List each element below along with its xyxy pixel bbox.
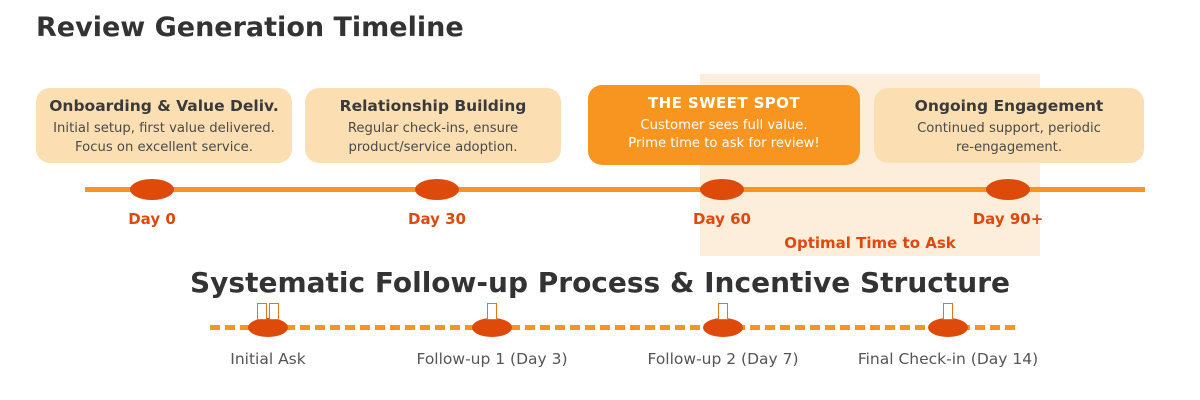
page-title: Review Generation Timeline — [36, 12, 464, 43]
timeline-marker-day-90[interactable] — [986, 179, 1030, 200]
timeline-marker-day-0[interactable] — [130, 179, 174, 200]
phase-card-title: Relationship Building — [339, 97, 527, 115]
missing-glyph-icon — [943, 303, 953, 320]
phase-card-title: THE SWEET SPOT — [648, 94, 800, 112]
phase-card-description: Regular check-ins, ensure product/servic… — [313, 120, 553, 157]
timeline-marker-day-60[interactable] — [700, 179, 744, 200]
followup-marker-initial-ask[interactable] — [248, 318, 288, 337]
phase-desc-line: re-engagement. — [955, 140, 1063, 156]
phase-desc-line: Initial setup, first value delivered. — [53, 121, 275, 137]
phase-card-title: Ongoing Engagement — [914, 97, 1104, 115]
timeline-axis-line — [85, 187, 1145, 192]
timeline-label-day-30: Day 30 — [408, 210, 466, 228]
phase-card-description: Initial setup, first value delivered. Fo… — [44, 120, 284, 157]
timeline-label-day-90: Day 90+ — [972, 210, 1044, 228]
phase-desc-line: Focus on excellent service. — [75, 140, 253, 156]
phase-card-sweet-spot[interactable]: THE SWEET SPOT Customer sees full value.… — [588, 85, 860, 165]
followup-dashed-line — [210, 325, 1015, 330]
phase-card-onboarding[interactable]: Onboarding & Value Deliv. Initial setup,… — [36, 88, 292, 163]
optimal-window-label: Optimal Time to Ask — [784, 234, 956, 252]
timeline-label-day-0: Day 0 — [128, 210, 176, 228]
missing-glyph-box — [257, 303, 267, 320]
phase-desc-line: Customer sees full value. — [640, 117, 808, 133]
phase-desc-line: Prime time to ask for review! — [628, 136, 820, 152]
phase-card-description: Customer sees full value. Prime time to … — [596, 117, 852, 154]
timeline-label-day-60: Day 60 — [693, 210, 751, 228]
missing-glyph-box — [269, 303, 279, 320]
phase-desc-line: Continued support, periodic — [917, 121, 1101, 137]
phase-card-ongoing-engagement[interactable]: Ongoing Engagement Continued support, pe… — [874, 88, 1144, 163]
followup-marker-final-check-in[interactable] — [928, 318, 968, 337]
missing-glyph-icon — [487, 303, 497, 320]
section-title-followup: Systematic Follow-up Process & Incentive… — [190, 266, 1010, 299]
phase-card-description: Continued support, periodic re-engagemen… — [882, 120, 1136, 157]
timeline-marker-day-30[interactable] — [415, 179, 459, 200]
phase-card-title: Onboarding & Value Deliv. — [49, 97, 279, 115]
missing-glyph-icon — [257, 303, 279, 320]
phase-desc-line: product/service adoption. — [348, 140, 518, 156]
followup-label-follow-up-2: Follow-up 2 (Day 7) — [647, 350, 799, 368]
followup-label-final-check-in: Final Check-in (Day 14) — [857, 350, 1039, 368]
followup-marker-follow-up-1[interactable] — [472, 318, 512, 337]
phase-desc-line: Regular check-ins, ensure — [347, 121, 519, 137]
missing-glyph-box — [943, 303, 953, 320]
followup-marker-follow-up-2[interactable] — [703, 318, 743, 337]
missing-glyph-icon — [718, 303, 728, 320]
followup-label-follow-up-1: Follow-up 1 (Day 3) — [416, 350, 568, 368]
missing-glyph-box — [487, 303, 497, 320]
missing-glyph-box — [718, 303, 728, 320]
phase-card-relationship-building[interactable]: Relationship Building Regular check-ins,… — [305, 88, 561, 163]
followup-label-initial-ask: Initial Ask — [230, 350, 306, 368]
